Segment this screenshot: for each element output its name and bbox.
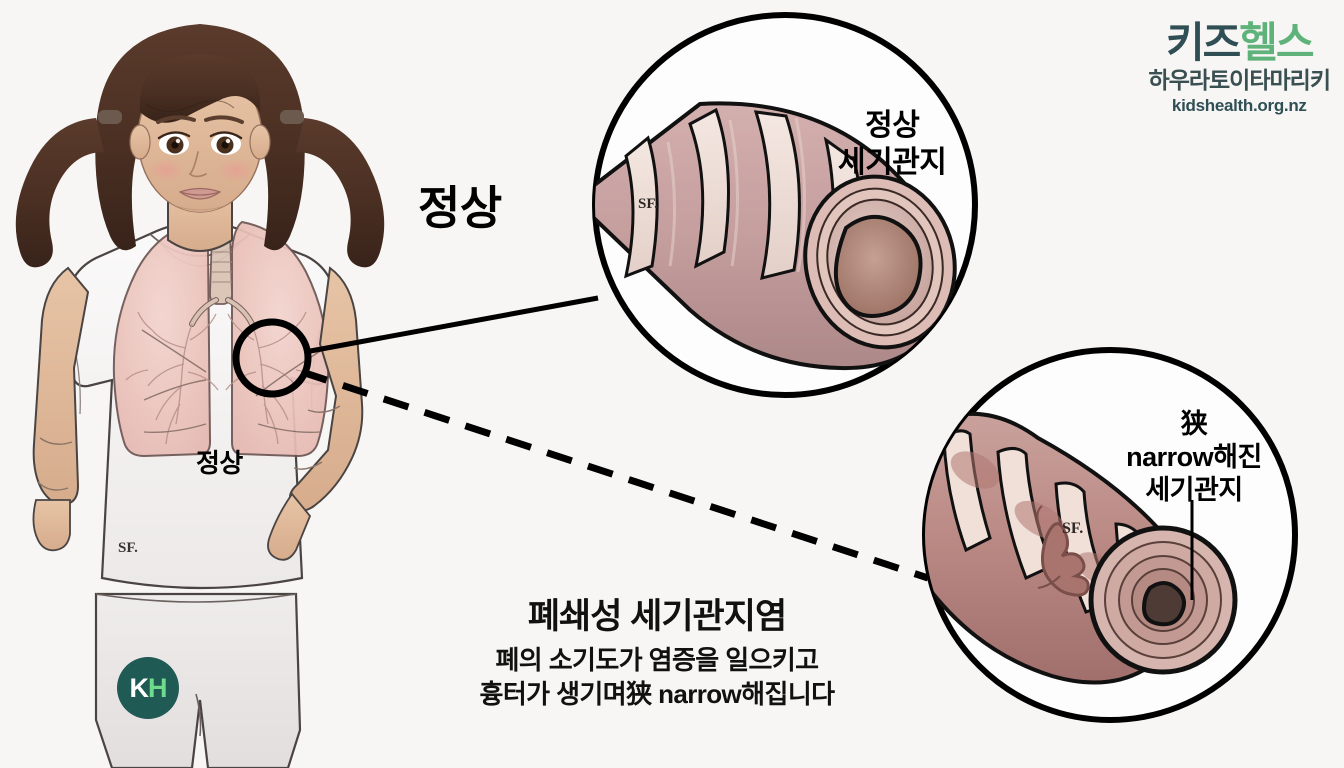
narrow-bronchiole-label-line3: 세기관지 [1145, 474, 1243, 505]
badge-letter-h: H [148, 672, 167, 703]
normal-heading: 정상 [418, 182, 502, 234]
leader-line-narrow [300, 368, 930, 582]
artist-signature-normal: SF. [638, 196, 658, 212]
child-arms [32, 266, 364, 561]
normal-bronchiole-label: 정상 세기관지 [838, 108, 947, 181]
kidshealth-logo[interactable]: 키즈헬스 하우라토이타마리키 kidshealth.org.nz [1148, 22, 1331, 116]
logo-url[interactable]: kidshealth.org.nz [1171, 95, 1307, 115]
logo-maori-name: 하우라토이타마리키 [1148, 67, 1331, 93]
child-head [15, 24, 385, 268]
caption-title: 폐쇄성 세기관지염 [527, 597, 787, 636]
narrow-bronchiole-label-line1: 狭 [1180, 409, 1208, 439]
normal-bronchiole-label-line1: 정상 [865, 109, 920, 142]
normal-bronchiole-label-line2: 세기관지 [838, 145, 947, 179]
logo-wordmark: 키즈헬스 [1149, 22, 1330, 64]
caption-block: 폐쇄성 세기관지염 폐의 소기도가 염증을 일으키고 흉터가 생기며狭 narr… [0, 588, 1344, 712]
narrow-bronchiole-label-line2: narrow해진 [1126, 441, 1262, 472]
badge-letter-k: K [129, 672, 149, 703]
child-shirt [64, 220, 338, 590]
artist-signature-narrow: SF. [1062, 520, 1083, 537]
logo-wordmark-part2: 헬스 [1239, 19, 1314, 66]
lungs-diagram [112, 220, 330, 458]
shirt-normal-label: 정상 [196, 448, 243, 478]
caption-line-2: 흉터가 생기며狭 narrow해집니다 [479, 679, 836, 710]
logo-wordmark-part1: 키즈 [1165, 19, 1241, 66]
lung-zoom-marker-circle [232, 318, 312, 398]
caption-line-1: 폐의 소기도가 염증을 일으키고 [495, 645, 819, 675]
artist-signature-shirt: SF. [118, 540, 138, 556]
narrow-bronchiole-label: 狭 narrow해진 세기관지 [1109, 408, 1279, 507]
leader-line-normal [304, 295, 599, 355]
